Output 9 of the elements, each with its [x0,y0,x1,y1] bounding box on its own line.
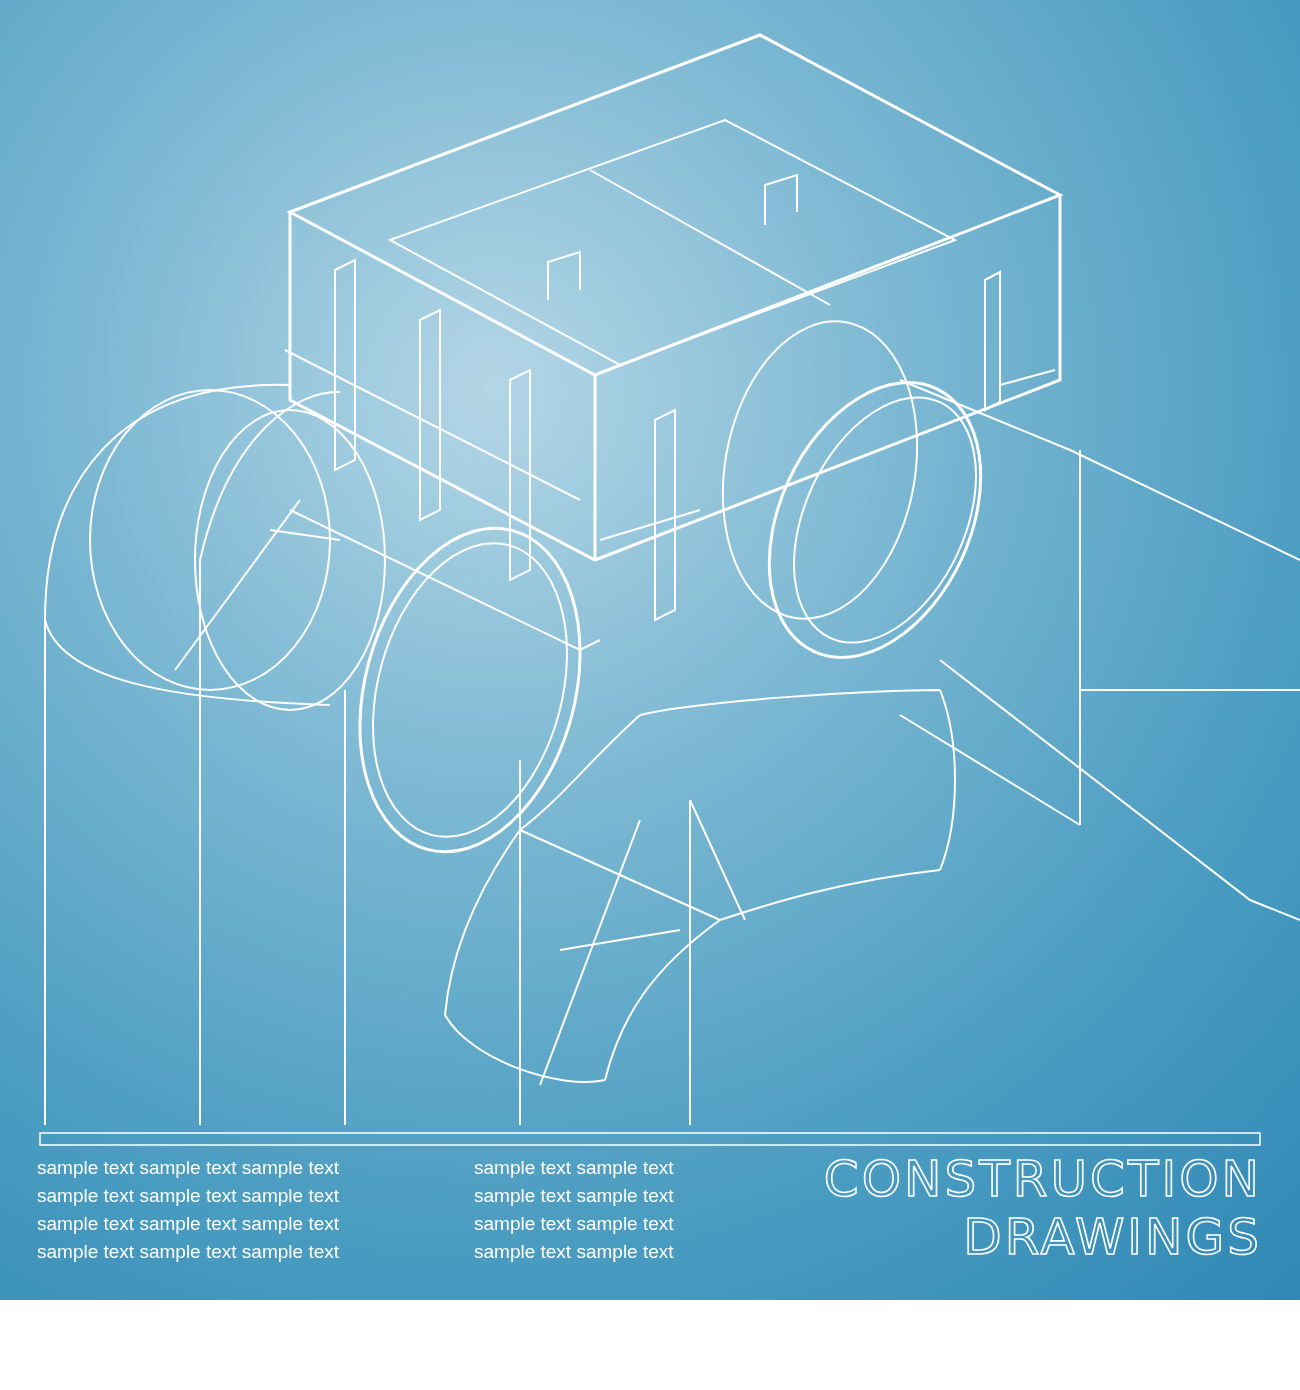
sample-text: sample text sample text sample text [37,1157,339,1179]
sample-text: sample text sample text [474,1241,674,1263]
sample-text: sample text sample text sample text [37,1185,339,1207]
sample-text: sample text sample text [474,1213,674,1235]
sample-text: sample text sample text [474,1157,674,1179]
sample-text: sample text sample text sample text [37,1213,339,1235]
sample-text: sample text sample text [474,1185,674,1207]
sample-text: sample text sample text sample text [37,1241,339,1263]
title: CONSTRUCTION DRAWINGS [822,1150,1262,1266]
